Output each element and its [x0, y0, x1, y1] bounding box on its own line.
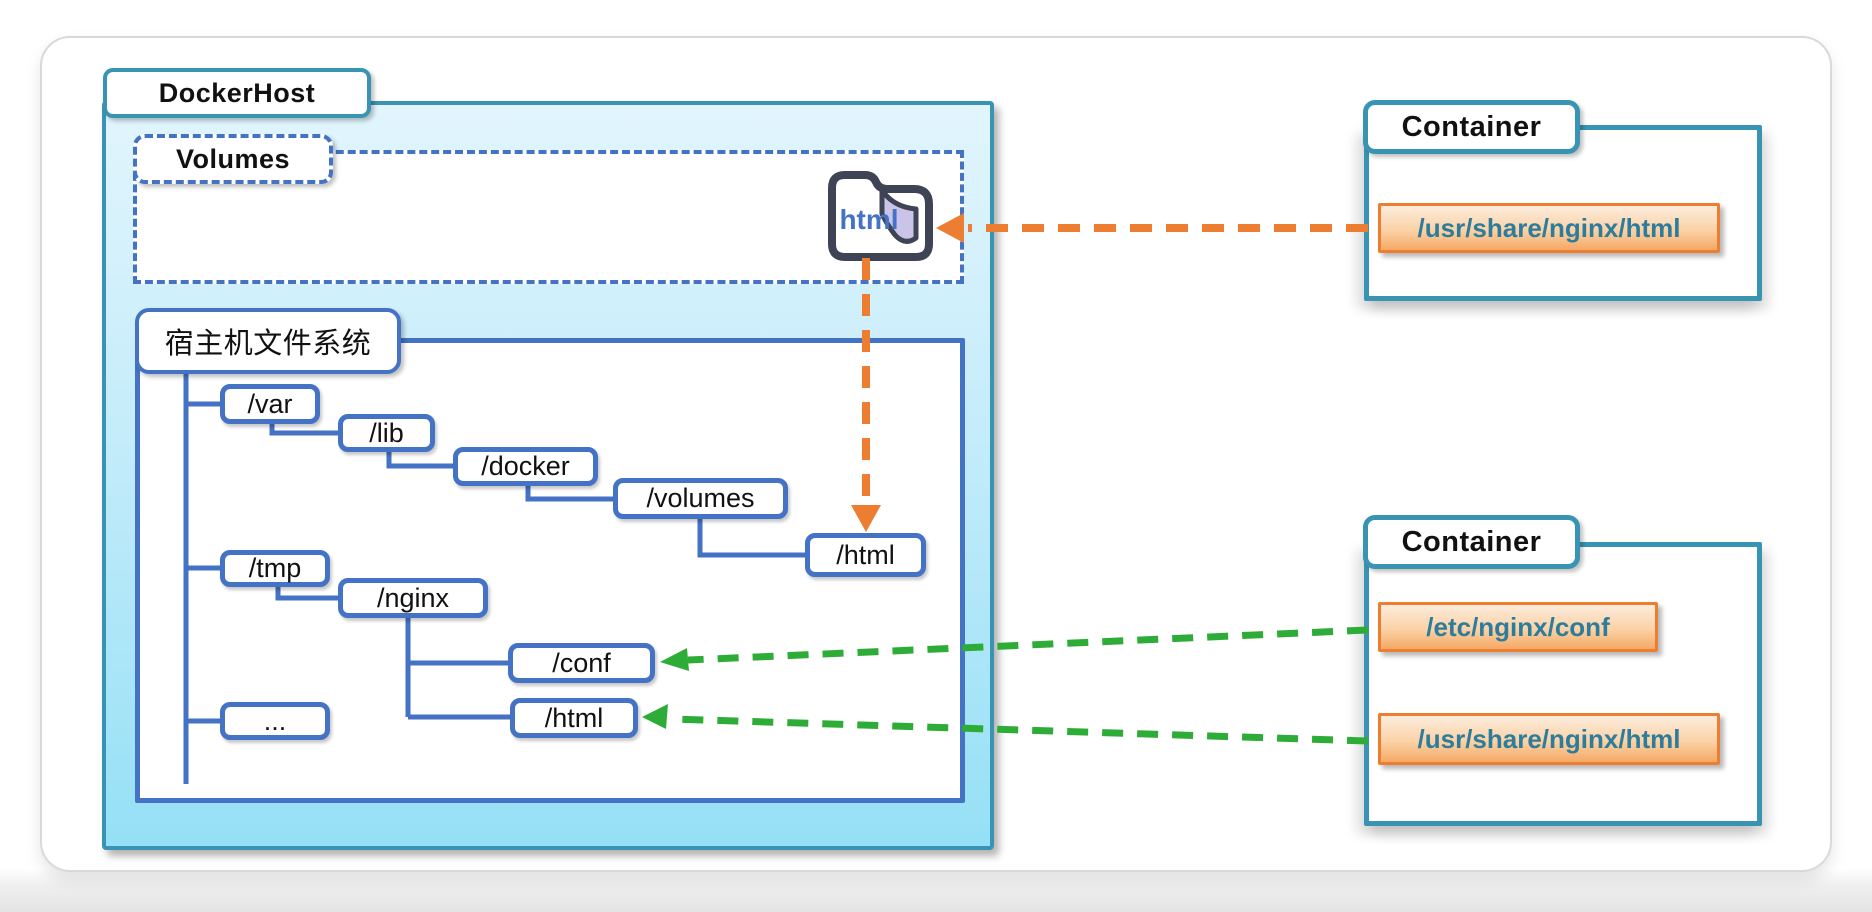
tree-node-nginx: /nginx	[338, 578, 488, 618]
tree-node-ellipsis: ...	[220, 702, 330, 740]
tree-node-var: /var	[220, 384, 320, 424]
folder-icon	[828, 171, 933, 261]
docker-host-label: DockerHost	[103, 68, 371, 118]
folder-name-label: html	[839, 204, 899, 235]
tree-node-html-nginx: /html	[510, 698, 638, 738]
mount-usr-share-nginx-html-bottom: /usr/share/nginx/html	[1378, 713, 1720, 765]
volumes-title: Volumes	[175, 143, 291, 174]
container-top-label: Container	[1363, 100, 1580, 154]
mount-path-label: /usr/share/nginx/html	[1417, 723, 1681, 754]
mount-path-label: /usr/share/nginx/html	[1417, 212, 1681, 243]
mount-path-label: /etc/nginx/conf	[1426, 611, 1610, 642]
container-bottom-box	[1364, 542, 1762, 826]
tree-node-html-volume: /html	[805, 533, 926, 577]
tree-node-docker: /docker	[453, 447, 598, 486]
volume-folder: html	[818, 160, 942, 262]
container-bottom-label: Container	[1363, 515, 1580, 569]
container-title: Container	[1401, 525, 1542, 558]
tree-node-lib: /lib	[338, 414, 435, 452]
page-bottom-gradient	[0, 886, 1872, 912]
host-filesystem-label: 宿主机文件系统	[135, 308, 401, 374]
tree-node-tmp: /tmp	[220, 550, 330, 587]
mount-etc-nginx-conf: /etc/nginx/conf	[1378, 602, 1658, 652]
docker-host-title: DockerHost	[158, 77, 316, 108]
tree-node-conf: /conf	[508, 643, 655, 683]
host-filesystem-title: 宿主机文件系统	[164, 328, 372, 360]
volumes-label: Volumes	[133, 134, 333, 184]
container-title: Container	[1401, 110, 1542, 143]
mount-usr-share-nginx-html-top: /usr/share/nginx/html	[1378, 203, 1720, 253]
tree-node-volumes: /volumes	[613, 478, 788, 519]
